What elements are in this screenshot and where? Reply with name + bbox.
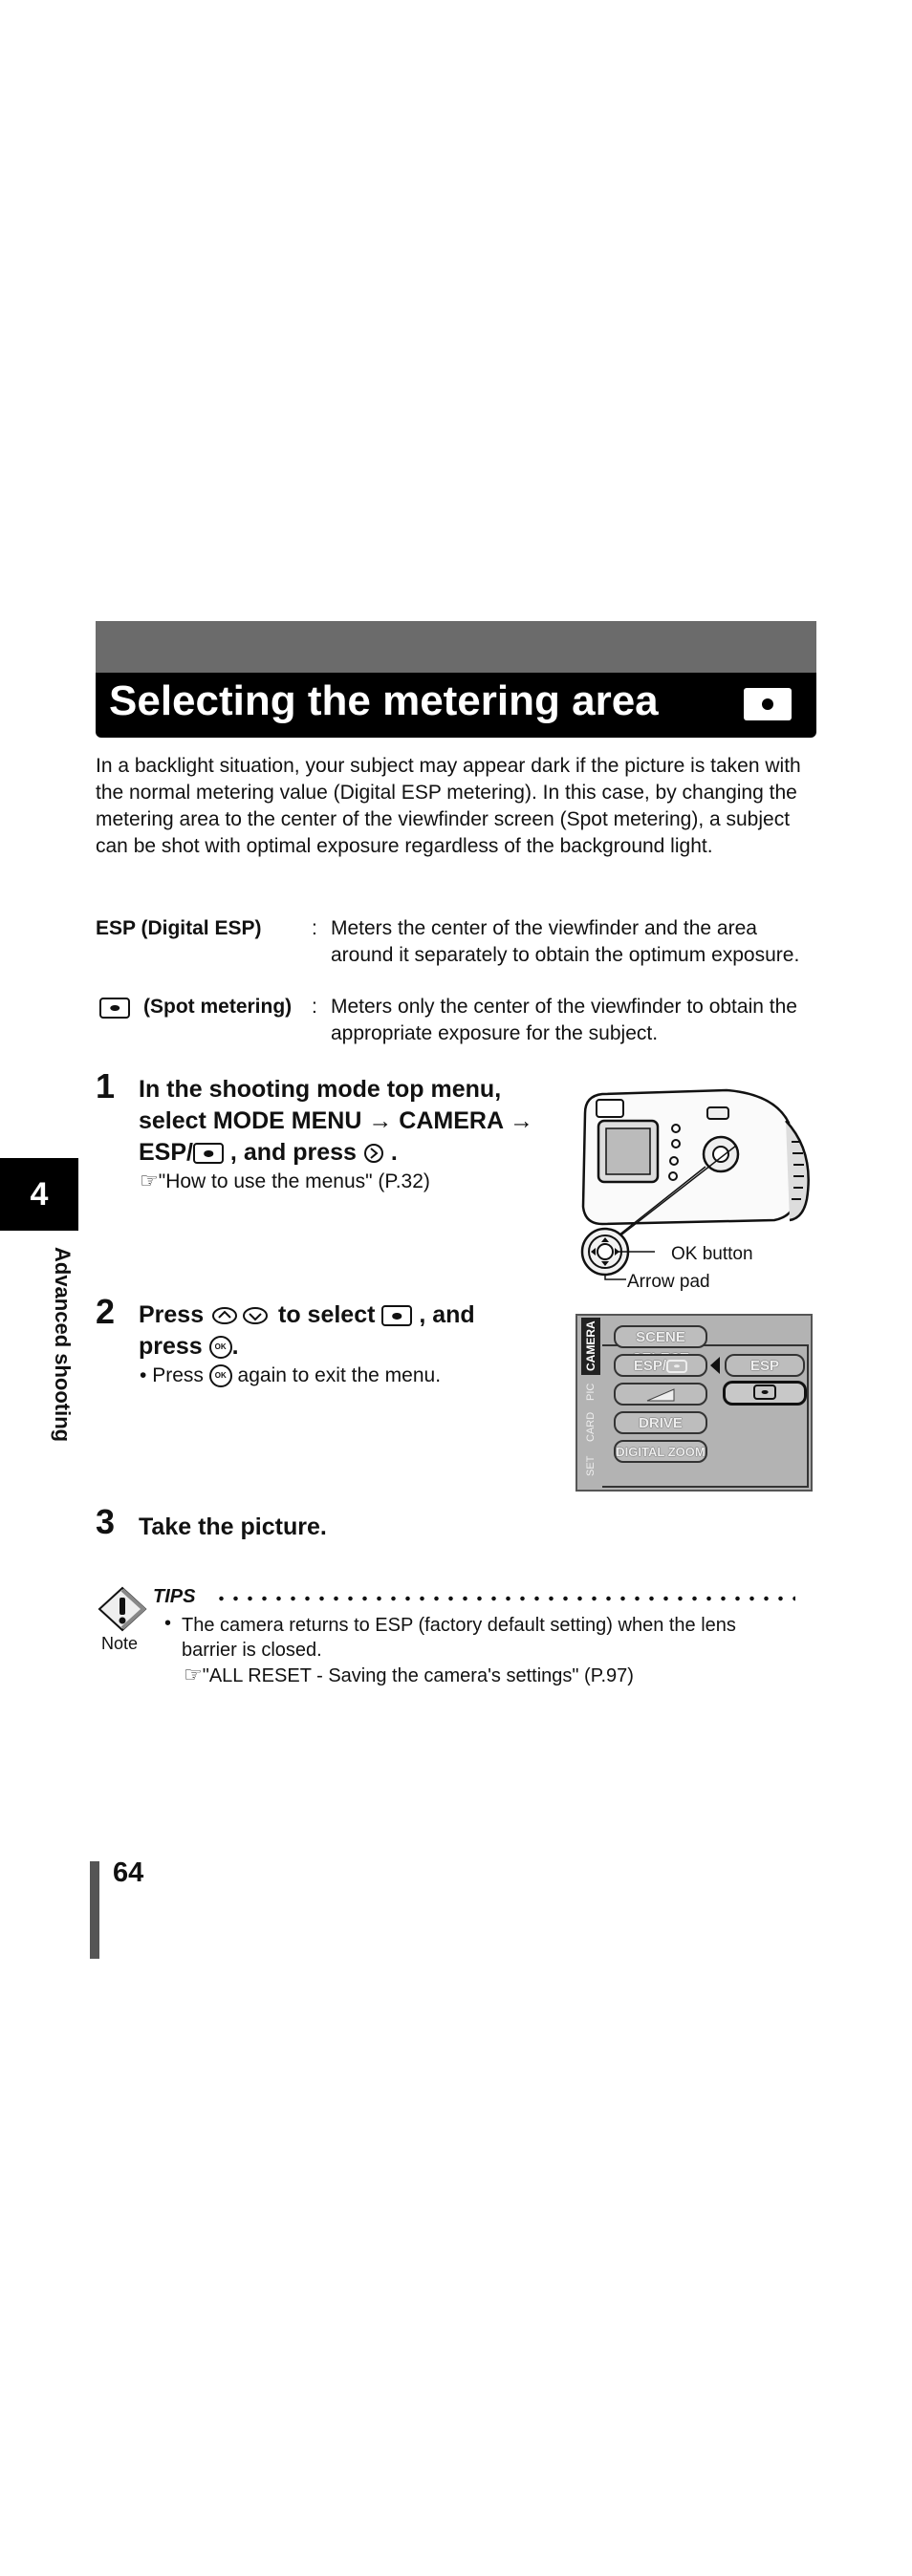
- step-2-text: Press to select , and press OK.: [139, 1299, 569, 1363]
- page-number-bar: [90, 1861, 99, 1959]
- intro-paragraph: In a backlight situation, your subject m…: [96, 755, 801, 857]
- exposure-compensation-icon: [646, 1388, 675, 1402]
- spot-term: (Spot metering): [143, 996, 293, 1018]
- step-1-line-3: ESP/ , and press .: [139, 1139, 398, 1166]
- menu-tab-pic: PIC: [585, 1383, 597, 1402]
- esp-desc: Meters the center of the viewfinder and …: [331, 917, 800, 966]
- menu-tab-camera: CAMERA: [581, 1318, 600, 1375]
- page-title: Selecting the metering area: [109, 677, 659, 724]
- menu-item-digital-zoom: DIGITAL ZOOM: [614, 1440, 707, 1463]
- menu-tab-set: SET: [585, 1455, 597, 1476]
- spot-metering-icon: [381, 1305, 413, 1327]
- tips-dotted-rule: [214, 1596, 795, 1601]
- spot-metering-icon: [666, 1360, 688, 1374]
- chapter-label: Advanced shooting: [51, 1247, 75, 1443]
- tips-bullet: •: [164, 1613, 172, 1634]
- title-bar: [96, 673, 816, 738]
- arrow-pad-right-icon: [363, 1144, 383, 1164]
- spot-metering-icon: [738, 682, 797, 726]
- pointer-triangle-icon: [710, 1357, 720, 1374]
- menu-tab-card: CARD: [585, 1411, 597, 1442]
- menu-item-exposure: [614, 1383, 707, 1406]
- arrow-up-down-icon: [212, 1307, 269, 1325]
- ok-button-label: OK button: [671, 1244, 753, 1264]
- step-1-line-2: select MODE MENU → CAMERA →: [139, 1107, 534, 1134]
- ok-button-icon: OK: [208, 1336, 232, 1360]
- step-1-reference: ☞"How to use the menus" (P.32): [140, 1169, 430, 1192]
- menu-item-drive: DRIVE: [614, 1411, 707, 1434]
- tips-text: The camera returns to ESP (factory defau…: [182, 1615, 736, 1661]
- arrow-right-icon: →: [368, 1107, 393, 1134]
- tips-title: TIPS: [153, 1586, 196, 1607]
- chapter-tab: 4: [0, 1158, 78, 1231]
- spot-desc: Meters only the center of the viewfinder…: [331, 996, 797, 1044]
- page-number: 64: [113, 1857, 144, 1888]
- step-2-sub: • Press OK again to exit the menu.: [140, 1364, 442, 1388]
- esp-term: ESP (Digital ESP): [96, 917, 262, 939]
- tips-reference: ☞"ALL RESET - Saving the camera's settin…: [184, 1663, 634, 1686]
- step-2-line-2: press OK.: [139, 1333, 239, 1360]
- camera-illustration: [580, 1088, 810, 1280]
- spot-metering-icon: [753, 1385, 776, 1401]
- step-1-line-1: In the shooting mode top menu,: [139, 1076, 502, 1103]
- note-exclamation-icon: [98, 1586, 147, 1632]
- menu-screen: CAMERA PIC CARD SET SCENE SELECT ESP/ ES…: [575, 1314, 813, 1492]
- ok-button-icon: OK: [208, 1364, 232, 1388]
- step-2-number: 2: [96, 1292, 116, 1331]
- colon: :: [312, 917, 317, 939]
- menu-side-tabs: CAMERA PIC CARD SET: [579, 1318, 602, 1486]
- colon: :: [312, 996, 317, 1018]
- arrow-right-icon: →: [510, 1107, 534, 1134]
- step-2-line-1: Press to select , and: [139, 1301, 475, 1328]
- menu-option-esp: ESP: [725, 1354, 805, 1377]
- step-1-number: 1: [96, 1066, 116, 1106]
- spot-metering-icon: [99, 998, 130, 1019]
- step-3-number: 3: [96, 1502, 116, 1541]
- pointing-hand-icon: ☞: [184, 1663, 203, 1686]
- step-1-text: In the shooting mode top menu, select MO…: [139, 1074, 578, 1169]
- menu-option-spot[interactable]: [723, 1381, 807, 1406]
- pointing-hand-icon: ☞: [140, 1169, 159, 1192]
- menu-item-esp: ESP/: [614, 1354, 707, 1377]
- step-3-text: Take the picture.: [139, 1513, 327, 1540]
- menu-frame: [602, 1344, 809, 1488]
- menu-item-scene-select: SCENE SELECT: [614, 1325, 707, 1366]
- title-band: [96, 621, 816, 673]
- arrow-pad-label: Arrow pad: [627, 1272, 710, 1292]
- note-label: Note: [101, 1634, 139, 1653]
- spot-metering-icon: [192, 1143, 224, 1165]
